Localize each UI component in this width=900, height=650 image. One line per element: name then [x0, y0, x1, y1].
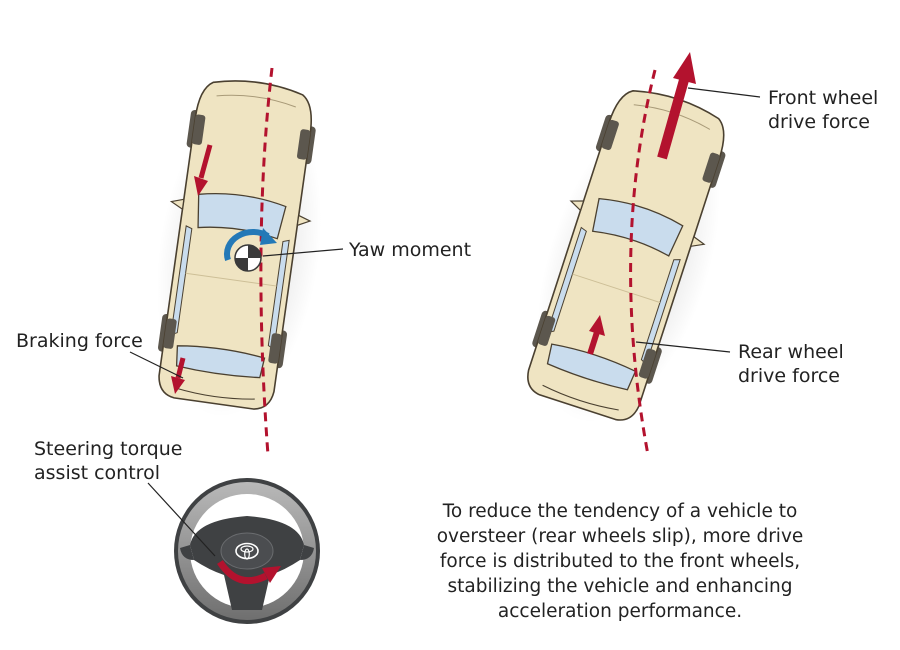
right-car-roof-seam	[572, 273, 661, 303]
right-car-rear-wheel-well-left	[538, 315, 556, 346]
left-car	[156, 80, 322, 418]
caption-line-5: acceleration performance.	[497, 601, 743, 622]
steering-wheel-airbag	[220, 532, 274, 570]
right-car-front-wheel-well-left	[601, 119, 619, 150]
left-car-hood-line	[216, 94, 296, 108]
right-car-windshield	[591, 197, 684, 257]
steering-torque-arrow	[217, 559, 281, 585]
rear-wheel-label-line-1: Rear wheel	[738, 341, 844, 363]
left-car-windshield	[197, 192, 287, 240]
front-wheel-label-line-1: Front wheel	[768, 87, 879, 109]
rear-wheel-drive-force-label: Rear wheel drive force	[738, 340, 844, 388]
left-car-trajectory-line	[259, 67, 274, 456]
right-car-rear-wheel-well-right	[638, 348, 657, 379]
right-car-front-wheel-well-right	[702, 152, 720, 183]
left-car-rear-wheel-well-right	[268, 333, 282, 364]
yaw-moment-leader-line	[262, 248, 344, 257]
caption-line-1: To reduce the tendency of a vehicle to	[442, 501, 798, 522]
front-wheel-label-line-2: drive force	[768, 111, 870, 133]
caption-line-2: oversteer (rear wheels slip), more drive	[436, 526, 804, 547]
caption-line-4: stabilizing the vehicle and enhancing	[447, 576, 793, 597]
left-car-side-glass-right	[267, 239, 290, 351]
left-car-side-glass-left	[170, 225, 193, 336]
front-wheel-leader-line	[687, 87, 761, 98]
left-car-rear-bumper	[175, 387, 255, 400]
braking-force-label: Braking force	[16, 330, 143, 352]
caption-line-3: force is distributed to the front wheels…	[439, 551, 801, 572]
steering-torque-leader-line	[147, 482, 216, 557]
left-car-mirror-right	[296, 214, 312, 227]
right-car	[527, 90, 726, 423]
left-car-rear-glass	[175, 345, 266, 379]
steering-torque-label-line-2: assist control	[34, 462, 160, 484]
steering-wheel-spoke-right	[300, 545, 314, 560]
yaw-moment-arrow	[224, 228, 277, 261]
steering-wheel-icon	[174, 478, 320, 624]
right-car-trajectory-line	[629, 69, 657, 456]
rear-wheel-drive-force-arrow	[587, 315, 605, 355]
diagram-caption: To reduce the tendency of a vehicle to o…	[430, 499, 810, 624]
left-car-front-wheel-well-right	[297, 129, 311, 160]
left-car-mirror-left	[169, 198, 185, 211]
left-car-rear-wheel-well-left	[163, 318, 177, 349]
front-wheel-drive-force-arrow	[657, 52, 696, 160]
toyota-logo-icon	[235, 542, 259, 560]
right-car-rear-bumper	[542, 384, 619, 411]
braking-force-arrow-front	[194, 144, 213, 196]
steering-torque-label: Steering torque assist control	[34, 437, 182, 485]
braking-force-leader-line	[129, 351, 184, 379]
right-car-mirror-left	[569, 200, 585, 212]
left-car-front-wheel-well-left	[192, 114, 206, 145]
right-car-side-glass-right	[640, 259, 681, 366]
steering-torque-label-line-1: Steering torque	[34, 438, 183, 460]
right-car-rear-glass	[546, 343, 637, 391]
braking-force-arrow-rear	[171, 357, 186, 394]
front-wheel-drive-force-label: Front wheel drive force	[768, 86, 878, 134]
rear-wheel-leader-line	[635, 341, 731, 353]
right-car-side-glass-left	[546, 226, 587, 333]
center-of-gravity-icon	[234, 244, 262, 272]
right-car-mirror-right	[689, 235, 706, 248]
rear-wheel-label-line-2: drive force	[738, 365, 840, 387]
yaw-moment-label: Yaw moment	[349, 239, 472, 261]
steering-wheel-spoke-left	[180, 545, 194, 560]
